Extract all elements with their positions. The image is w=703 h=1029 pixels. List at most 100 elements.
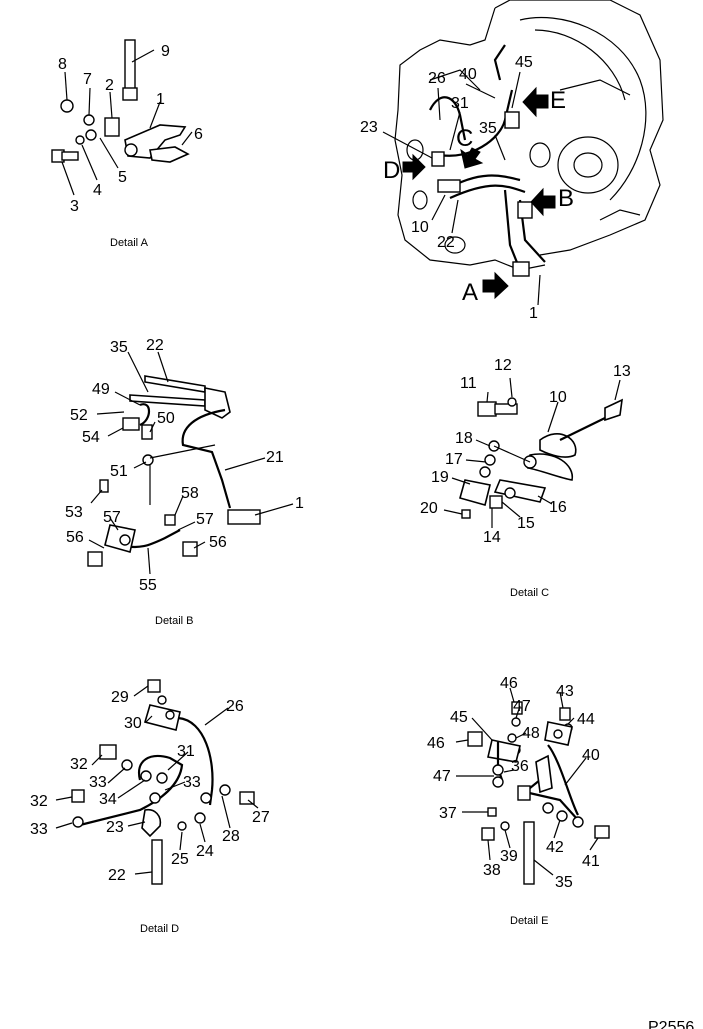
callout-number: 33 [30,821,48,838]
detail-b: 35 22 49 52 50 54 51 53 21 58 57 57 56 5… [65,337,304,627]
callout-number: 48 [522,725,540,742]
callout-number: 51 [110,463,128,480]
callout-number: 8 [58,56,67,73]
callout-number: 22 [108,867,126,884]
detail-a: 8 7 2 9 1 6 5 4 3 Detail A [51,39,203,249]
arrow-letter-e: E [550,87,566,114]
callout-number: 37 [439,805,457,822]
callout-number: 47 [513,698,531,715]
callout-number: 46 [427,735,445,752]
callout-number: 38 [483,862,501,879]
callout-number: 4 [93,182,102,199]
callout-number: 30 [124,715,142,732]
callout-number: 10 [411,219,429,236]
callout-number: 53 [65,504,83,521]
caption-detail-c: Detail C [510,587,549,599]
callout-number: 58 [181,485,199,502]
caption-detail-e: Detail E [510,915,549,927]
callout-number: 13 [613,363,631,380]
callout-number: 49 [92,381,110,398]
callout-number: 33 [89,774,107,791]
callout-number: 9 [161,43,170,60]
callout-number: 40 [459,66,477,83]
callout-number: 35 [479,120,497,137]
callout-number: 35 [555,874,573,891]
callout-number: 32 [70,756,88,773]
callout-number: 12 [494,357,512,374]
callout-number: 45 [515,54,533,71]
arrow-e-icon [522,86,549,118]
arrow-b-icon [530,187,556,217]
callout-number: 17 [445,451,463,468]
callout-number: 35 [110,339,128,356]
callout-number: 31 [451,95,469,112]
callout-number: 26 [428,70,446,87]
callout-number: 15 [517,515,535,532]
arrow-letter-d: D [383,157,400,184]
callout-number: 26 [226,698,244,715]
callout-number: 46 [500,675,518,692]
callout-number: 28 [222,828,240,845]
callout-number: 47 [433,768,451,785]
callout-number: 42 [546,839,564,856]
callout-number: 33 [183,774,201,791]
callout-number: 41 [582,853,600,870]
callout-number: 43 [556,683,574,700]
callout-number: 40 [582,747,600,764]
arrow-letter-c: C [456,125,473,152]
callout-number: 1 [295,495,304,512]
callout-number: 29 [111,689,129,706]
callout-number: 20 [420,500,438,517]
detail-e: 46 43 45 47 44 48 46 36 40 47 37 38 39 4… [427,675,610,927]
callout-number: 50 [157,410,175,427]
callout-number: 25 [171,851,189,868]
callout-number: 6 [194,126,203,143]
callout-number: 32 [30,793,48,810]
overview-assembly: D C E B A 26 40 45 31 23 35 10 22 1 [360,0,664,322]
callout-number: 55 [139,577,157,594]
callout-number: 16 [549,499,567,516]
callout-number: 57 [103,509,121,526]
callout-number: 7 [83,71,92,88]
arrow-d-icon [402,153,426,181]
callout-number: 5 [118,169,127,186]
callout-number: 34 [99,791,117,808]
callout-number: 11 [460,375,477,392]
callout-number: 56 [209,534,227,551]
callout-number: 21 [266,449,284,466]
callout-number: 27 [252,809,270,826]
callout-number: 18 [455,430,473,447]
callout-number: 10 [549,389,567,406]
callout-number: 22 [437,234,455,251]
callout-number: 45 [450,709,468,726]
callout-number: 39 [500,848,518,865]
callout-number: 23 [360,119,378,136]
callout-number: 14 [483,529,501,546]
callout-number: 36 [511,758,529,775]
callout-number: 23 [106,819,124,836]
caption-detail-a: Detail A [110,237,149,249]
arrow-letter-b: B [558,185,574,212]
callout-number: 54 [82,429,100,446]
detail-c: 12 11 13 10 18 17 19 16 15 20 14 Detail … [420,357,631,599]
callout-number: 52 [70,407,88,424]
callout-number: 44 [577,711,595,728]
callout-number: 24 [196,843,214,860]
callout-number: 57 [196,511,214,528]
arrow-c-icon [460,147,484,169]
arrow-letter-a: A [462,279,478,306]
arrow-a-icon [482,271,509,300]
callout-number: 19 [431,469,449,486]
callout-number: 1 [529,305,538,322]
callout-number: 22 [146,337,164,354]
callout-number: 2 [105,77,114,94]
caption-detail-d: Detail D [140,923,179,935]
detail-d: 29 26 30 31 32 33 33 34 32 33 23 25 24 2… [30,679,270,935]
callout-number: 31 [177,743,195,760]
callout-number: 3 [70,198,79,215]
caption-detail-b: Detail B [155,615,194,627]
callout-number: 56 [66,529,84,546]
callout-number: 1 [156,91,165,108]
drawing-number: P2556 [648,1019,694,1029]
